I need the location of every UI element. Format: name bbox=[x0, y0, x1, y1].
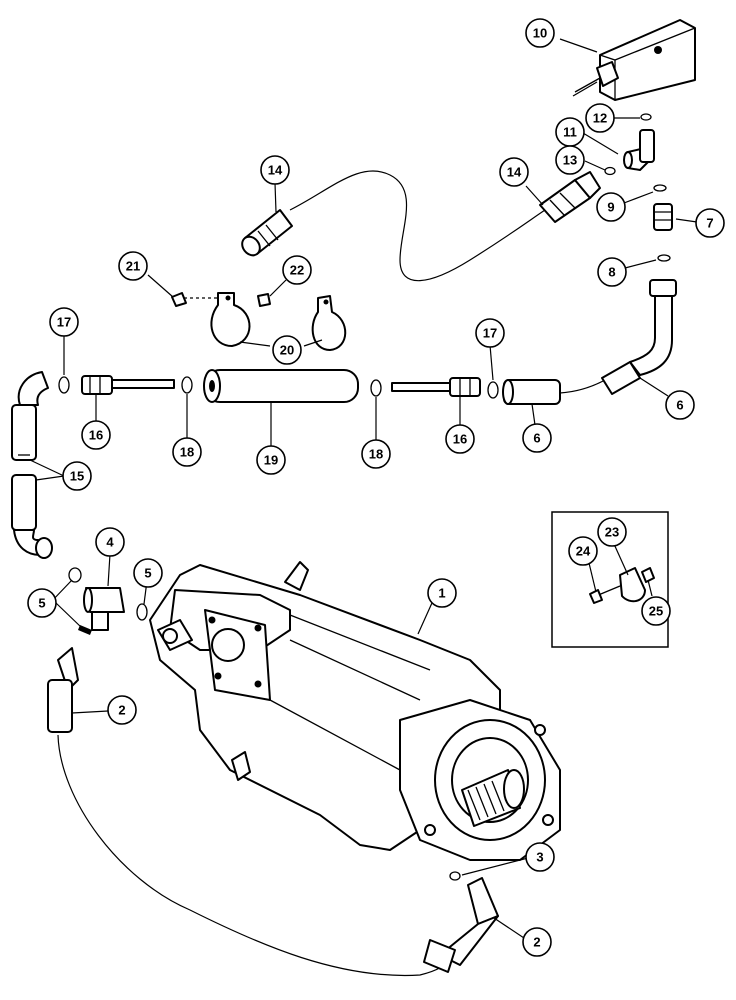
callout-16-right: 16 bbox=[445, 424, 475, 454]
callout-11: 11 bbox=[555, 117, 585, 147]
callout-21: 21 bbox=[118, 251, 148, 281]
inset-detail-box bbox=[551, 511, 669, 648]
callout-6-right: 6 bbox=[665, 390, 695, 420]
callout-5-right-label: 5 bbox=[144, 566, 151, 581]
callout-15-label: 15 bbox=[70, 469, 84, 484]
callout-5-left: 5 bbox=[27, 588, 57, 618]
callout-3-label: 3 bbox=[536, 850, 543, 865]
callout-23: 23 bbox=[597, 517, 627, 547]
callout-14-left: 14 bbox=[260, 155, 290, 185]
callout-14-left-label: 14 bbox=[268, 163, 283, 178]
o-ring-3 bbox=[449, 871, 461, 881]
callout-17-right: 17 bbox=[475, 318, 505, 348]
callout-20: 20 bbox=[272, 335, 302, 365]
callout-6-left-label: 6 bbox=[533, 431, 540, 446]
hose-end-left bbox=[241, 209, 293, 257]
callout-5-right: 5 bbox=[133, 558, 163, 588]
callout-8-label: 8 bbox=[608, 265, 615, 280]
callout-3: 3 bbox=[525, 842, 555, 872]
hose-assembly-left bbox=[11, 371, 53, 559]
hose-end-2-lower bbox=[423, 877, 499, 973]
callout-13: 13 bbox=[555, 145, 585, 175]
tee-fitting bbox=[83, 587, 125, 631]
fitting-16-left bbox=[81, 375, 175, 395]
callout-2-upper: 2 bbox=[107, 695, 137, 725]
callout-17-right-label: 17 bbox=[483, 326, 497, 341]
callout-22: 22 bbox=[282, 255, 312, 285]
hydraulic-pump bbox=[149, 561, 561, 861]
callout-14-right: 14 bbox=[499, 157, 529, 187]
callout-19: 19 bbox=[256, 445, 286, 475]
callout-2-lower-label: 2 bbox=[533, 935, 540, 950]
callout-18-left-label: 18 bbox=[180, 445, 194, 460]
callout-24-label: 24 bbox=[576, 544, 591, 559]
callout-18-right-label: 18 bbox=[369, 447, 383, 462]
o-ring-18-right bbox=[370, 379, 382, 397]
filter-canister bbox=[203, 369, 359, 403]
callout-16-right-label: 16 bbox=[453, 432, 467, 447]
callout-16-left-label: 16 bbox=[89, 428, 103, 443]
o-ring-18-left bbox=[181, 376, 193, 394]
callout-10-label: 10 bbox=[533, 26, 547, 41]
callout-9: 9 bbox=[596, 192, 626, 222]
callout-22-label: 22 bbox=[290, 263, 304, 278]
o-ring-8 bbox=[657, 254, 671, 262]
callout-15: 15 bbox=[62, 461, 92, 491]
callout-25: 25 bbox=[641, 596, 671, 626]
callout-12: 12 bbox=[585, 103, 615, 133]
hose-sleeve-6 bbox=[502, 379, 561, 405]
o-ring-17-right bbox=[487, 381, 499, 399]
o-ring-17-left bbox=[58, 376, 70, 394]
o-ring-9 bbox=[653, 184, 667, 192]
callout-11-label: 11 bbox=[563, 125, 577, 140]
o-ring-13 bbox=[604, 166, 616, 176]
adapter-fitting bbox=[653, 203, 673, 231]
callout-14-right-label: 14 bbox=[507, 165, 522, 180]
callout-9-label: 9 bbox=[607, 200, 614, 215]
callout-13-label: 13 bbox=[563, 153, 577, 168]
hose-line-14 bbox=[289, 170, 546, 282]
callout-25-label: 25 bbox=[649, 604, 663, 619]
callout-17-left-label: 17 bbox=[57, 315, 71, 330]
valve-block bbox=[572, 19, 696, 101]
callout-23-label: 23 bbox=[605, 525, 619, 540]
callout-8: 8 bbox=[597, 257, 627, 287]
hose-end-right bbox=[539, 171, 601, 223]
callout-1-label: 1 bbox=[438, 586, 445, 601]
callout-6-right-label: 6 bbox=[676, 398, 683, 413]
fitting-16-right bbox=[391, 377, 481, 397]
callout-12-label: 12 bbox=[593, 111, 607, 126]
callout-2-lower: 2 bbox=[522, 927, 552, 957]
clamp-right bbox=[311, 295, 347, 351]
clamp-left bbox=[210, 292, 251, 347]
callout-7: 7 bbox=[695, 208, 725, 238]
callout-19-label: 19 bbox=[264, 453, 278, 468]
bolt-21 bbox=[171, 292, 218, 307]
callout-21-label: 21 bbox=[126, 259, 140, 274]
hose-end-2-upper bbox=[47, 647, 79, 733]
o-ring-5-right bbox=[136, 603, 148, 621]
nut-22 bbox=[257, 293, 271, 307]
elbow-fitting bbox=[623, 129, 655, 171]
callout-20-label: 20 bbox=[280, 343, 294, 358]
o-ring-12 bbox=[640, 113, 652, 121]
callout-1: 1 bbox=[427, 578, 457, 608]
callout-10: 10 bbox=[525, 18, 555, 48]
callout-6-left: 6 bbox=[522, 423, 552, 453]
callout-2-upper-label: 2 bbox=[118, 703, 125, 718]
o-ring-5-left bbox=[68, 567, 82, 583]
callout-7-label: 7 bbox=[706, 216, 713, 231]
callout-18-right: 18 bbox=[361, 439, 391, 469]
bent-tube bbox=[601, 279, 677, 395]
hose-line-6 bbox=[559, 379, 606, 394]
callout-4-label: 4 bbox=[106, 535, 114, 550]
callout-16-left: 16 bbox=[81, 420, 111, 450]
callout-4: 4 bbox=[95, 527, 125, 557]
callout-17-left: 17 bbox=[49, 307, 79, 337]
hose-line-2 bbox=[57, 734, 449, 977]
callout-18-left: 18 bbox=[172, 437, 202, 467]
callout-24: 24 bbox=[568, 536, 598, 566]
callout-5-left-label: 5 bbox=[38, 596, 45, 611]
